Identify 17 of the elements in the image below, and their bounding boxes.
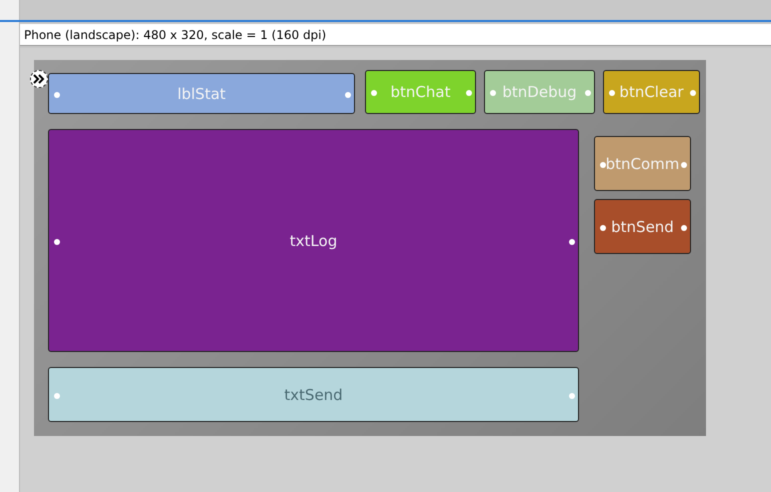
control-name: txtLog bbox=[290, 232, 338, 250]
button-control bbox=[603, 70, 700, 114]
text-area-control bbox=[48, 129, 579, 352]
button-control bbox=[594, 199, 691, 254]
control-name: lblStat bbox=[177, 84, 226, 102]
control-name: btnDebug bbox=[502, 83, 577, 101]
button-control bbox=[365, 70, 476, 114]
screen-size-label: Phone (landscape): 480 x 320, scale = 1 (160 dpi) bbox=[24, 28, 326, 42]
text-field-control bbox=[48, 367, 579, 422]
control-name: txtSend bbox=[284, 386, 343, 404]
control-name: btnComm bbox=[606, 154, 680, 172]
control-name: btnSend bbox=[611, 218, 674, 236]
control-name: btnChat bbox=[390, 83, 450, 101]
button-control bbox=[594, 136, 691, 191]
label-control bbox=[48, 73, 355, 114]
control-name: btnClear bbox=[619, 83, 684, 101]
button-control bbox=[484, 70, 595, 114]
